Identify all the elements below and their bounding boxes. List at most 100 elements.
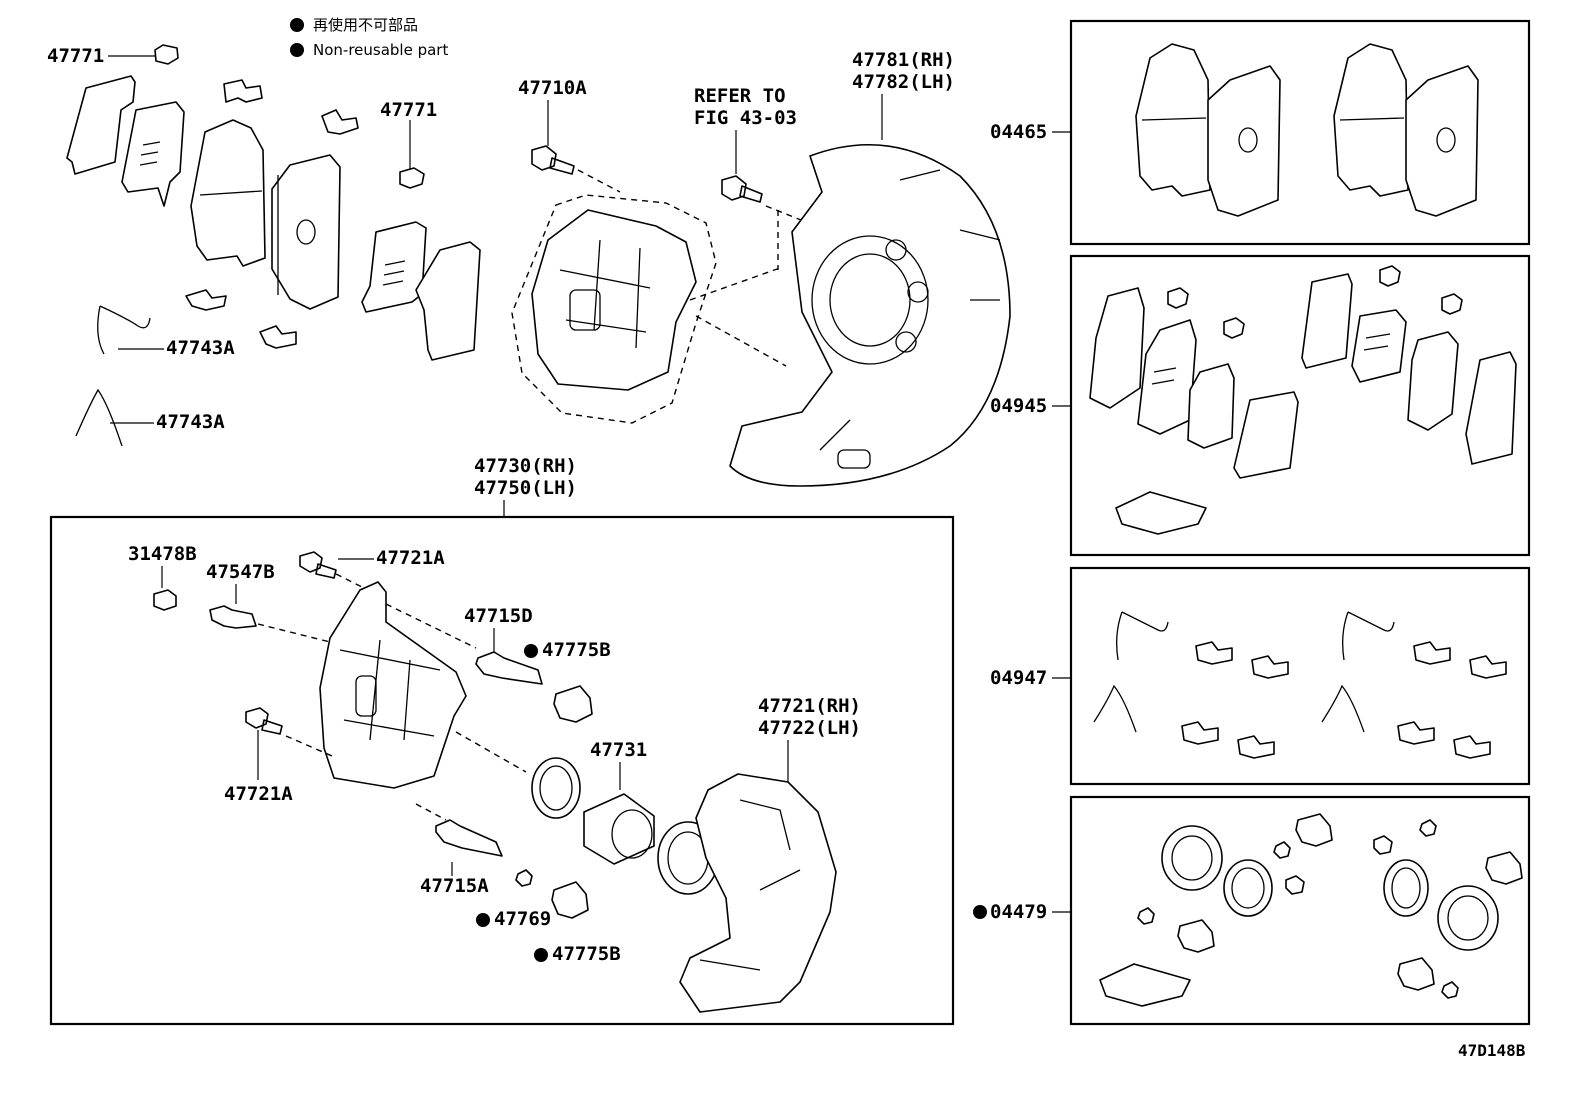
piston-seal-icon [1383,859,1429,917]
bolt-icon [245,707,283,735]
dust-cover-icon [729,143,1011,487]
part-label-47775B: 47775B [542,639,611,661]
kit-04479-parts [1099,813,1523,1007]
disc-dust-cover: 47781(RH) 47782(LH) [729,49,1011,487]
anti-squeal-shim-icon [1187,363,1235,449]
pad-support-clip-icon [1181,721,1219,745]
non-reusable-bullet-icon [476,913,490,927]
anti-squeal-shim-icon [1351,309,1407,383]
anti-squeal-shim-icon [66,75,136,175]
part-label-47743A: 47743A [166,337,235,359]
boot-icon [553,685,593,723]
anti-squeal-shim-icon [361,221,427,313]
kit-frame-04479 [1069,795,1531,1026]
boot-icon [551,881,589,919]
wear-indicator-clip-icon [1167,287,1189,309]
part-label-47750: 47750(LH) [474,477,577,499]
boot-icon [1485,851,1523,885]
part-label-47771: 47771 [380,99,437,121]
non-reusable-bullet-icon [534,948,548,962]
part-label-47715D: 47715D [464,605,533,627]
figure-id: 47D148B [1458,1041,1526,1060]
pad-support-clip-icon [1195,641,1233,665]
caliper-assembly: 47710A REFER TO FIG 43-03 [511,77,807,424]
part-label-47721: 47721(RH) [758,695,861,717]
non-reusable-bullet-icon [290,18,304,32]
part-label-47743A: 47743A [156,411,225,433]
kit-label-04465: 04465 [990,121,1047,143]
pad-support-clip-icon [1469,655,1507,679]
bushing-icon [1441,981,1459,999]
reference-label: REFER TO [694,85,786,107]
reference-label: FIG 43-03 [694,107,797,129]
bushing-icon [1419,819,1437,837]
pad-spring-icon [1093,684,1137,733]
bleeder-plug-icon [1373,835,1393,855]
anti-squeal-shim-icon [1233,391,1299,479]
cylinder-assembly-frame [49,515,955,1026]
part-label-47547B: 47547B [206,561,275,583]
kit-04947-parts [1093,611,1507,759]
mounting-bracket-icon [679,773,837,1013]
legend-japanese: 再使用不可部品 [313,16,418,34]
caliper-outline [511,194,717,424]
non-reusable-bullet-icon [290,43,304,57]
part-label-47722: 47722(LH) [758,717,861,739]
kit-label-04945: 04945 [990,395,1047,417]
pad-spring-icon [97,305,151,355]
anti-squeal-shim-icon [1301,273,1353,369]
pad-spring-icon [1116,611,1169,661]
bushing-icon [1273,841,1291,859]
cylinder-assembly-parts: 31478B 47547B 47721A 47715D 47775B 47721… [128,543,861,1013]
anti-squeal-shim-icon [121,101,185,207]
slide-pin-icon [435,819,503,857]
brake-pad-icon [1207,65,1281,217]
boot-ring-icon [1437,885,1499,951]
bushing-icon [515,869,533,887]
pad-spring-icon [1342,611,1395,661]
cylinder-body-icon [319,581,467,789]
non-reusable-bullet-icon [973,905,987,919]
anti-squeal-shim-icon [1407,331,1459,431]
anti-squeal-shim-icon [415,241,481,361]
part-label-47769: 47769 [494,908,551,930]
bleeder-plug-icon [209,605,257,629]
slide-pin-icon [475,651,543,685]
anti-squeal-shim-icon [1089,287,1145,409]
pad-area: 47771 47771 47743A 47743A [47,44,481,447]
wear-indicator-clip-icon [1441,293,1463,315]
cap-icon [153,589,177,611]
pad-support-clip-icon [185,289,227,311]
brake-pad-icon [1405,65,1479,217]
bolt-icon [531,145,575,175]
kit-label-04479: 04479 [990,901,1047,923]
wear-indicator-clip-icon [399,167,425,189]
wear-indicator-clip-icon [1379,265,1401,287]
part-label-47775B: 47775B [552,943,621,965]
grease-packet-icon [1115,491,1207,535]
pad-spring-icon [75,388,123,447]
pad-support-clip-icon [321,109,359,135]
part-label-47731: 47731 [590,739,647,761]
pad-support-clip-icon [223,79,263,103]
non-reusable-bullet-icon [524,644,538,658]
part-label-47715A: 47715A [420,875,489,897]
bolt-icon [299,551,337,579]
pad-support-clip-icon [1237,735,1275,759]
part-label-47721A: 47721A [376,547,445,569]
brake-pad-icon [1135,43,1211,197]
bushing-icon [1137,907,1155,925]
bolt-icon [721,175,763,203]
brake-pad-icon [1333,43,1409,197]
pad-support-clip-icon [259,325,297,349]
part-label-47771: 47771 [47,45,104,67]
legend-english: Non-reusable part [313,41,448,59]
pad-support-clip-icon [1453,735,1491,759]
part-label-47730: 47730(RH) [474,455,577,477]
boot-ring-icon [1161,825,1223,891]
wear-indicator-clip-icon [1223,317,1245,339]
kit-04945-shims [1089,265,1517,535]
kit-label-04947: 04947 [990,667,1047,689]
boot-icon [1397,957,1435,991]
